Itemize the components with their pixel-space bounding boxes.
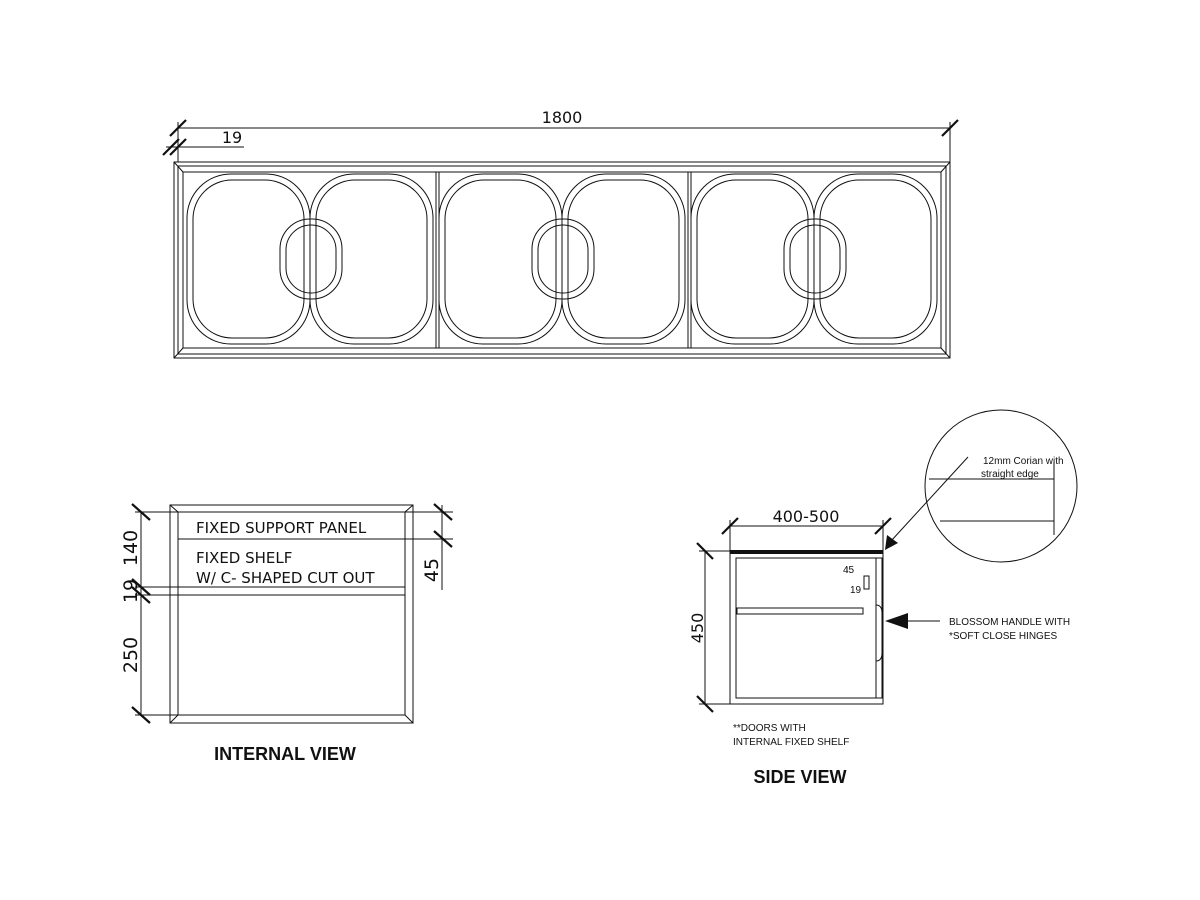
panel-thickness-dimension: 19 <box>162 128 244 156</box>
side-door <box>875 557 883 699</box>
corian-note-line-1: 12mm Corian with <box>983 456 1064 467</box>
corian-detail-callout: 12mm Corian with straight edge <box>885 409 1078 563</box>
side-view: 400-500 45 19 450 <box>688 409 1078 787</box>
internal-height-dimensions: 140 19 250 <box>120 503 178 724</box>
corian-top <box>730 550 883 554</box>
dim-45-label: 45 <box>421 558 443 582</box>
internal-view: FIXED SUPPORT PANEL FIXED SHELF W/ C- SH… <box>120 503 453 764</box>
doors-note-line-1: **DOORS WITH <box>733 723 806 734</box>
front-view: 1800 19 <box>162 108 959 359</box>
dim-250-label: 250 <box>120 637 142 673</box>
side-height-label: 450 <box>688 613 707 644</box>
shelf-cutout-label: W/ C- SHAPED CUT OUT <box>196 569 375 587</box>
door-1-blossom-pattern <box>186 173 434 345</box>
side-height-dimension: 450 <box>688 542 730 713</box>
blossom-handle <box>875 604 883 662</box>
side-dim-45-label: 45 <box>843 565 855 576</box>
overall-width-dimension: 1800 <box>169 108 959 162</box>
side-fixed-shelf <box>736 607 864 615</box>
cabinet-front <box>173 161 951 359</box>
handle-note-line-1: BLOSSOM HANDLE WITH <box>949 617 1070 628</box>
internal-view-title: INTERNAL VIEW <box>214 744 356 764</box>
dim-19-label: 19 <box>120 579 142 603</box>
side-depth-label: 400-500 <box>773 507 840 526</box>
side-dim-19-label: 19 <box>850 585 862 596</box>
side-view-title: SIDE VIEW <box>753 767 846 787</box>
door-3-blossom-pattern <box>690 173 938 345</box>
door-2-blossom-pattern <box>438 173 686 345</box>
doors-note-line-2: INTERNAL FIXED SHELF <box>733 737 849 748</box>
fixed-shelf-label: FIXED SHELF <box>196 549 292 567</box>
corian-note-line-2: straight edge <box>981 469 1039 480</box>
panel-thickness-label: 19 <box>222 128 242 147</box>
handle-callout: BLOSSOM HANDLE WITH *SOFT CLOSE HINGES <box>885 613 1070 642</box>
side-cabinet-outline <box>729 550 884 705</box>
overall-width-label: 1800 <box>542 108 583 127</box>
handle-note-line-2: *SOFT CLOSE HINGES <box>949 631 1058 642</box>
detail-arrow <box>885 535 898 550</box>
internal-45-dimension: 45 <box>405 503 453 590</box>
handle-arrow <box>885 613 908 629</box>
fixed-support-panel-label: FIXED SUPPORT PANEL <box>196 519 367 537</box>
side-depth-dimension: 400-500 <box>721 507 892 551</box>
dim-140-label: 140 <box>120 530 142 566</box>
